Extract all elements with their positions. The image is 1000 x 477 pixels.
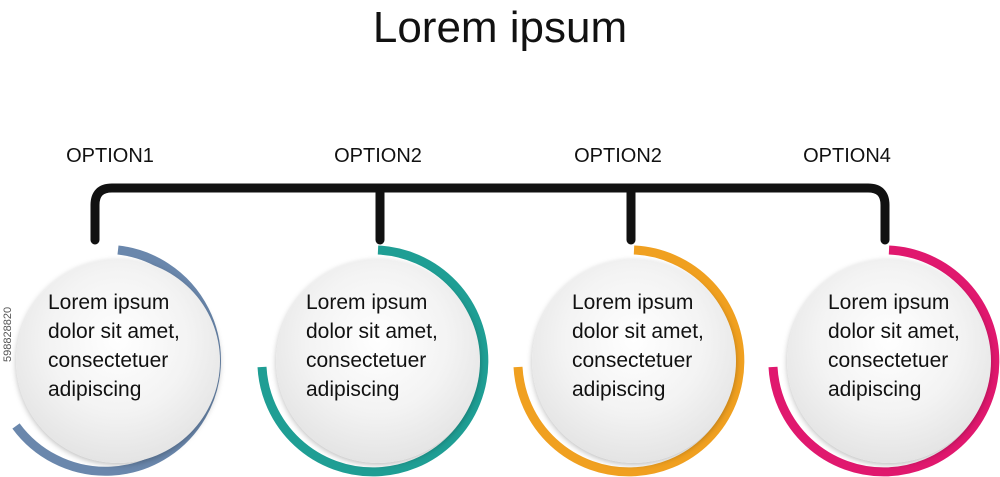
option-3-circle [532,259,736,463]
watermark-id: 598828820 [2,306,14,362]
option-1-label: OPTION1 [66,145,154,167]
option-2-label: OPTION2 [334,145,422,167]
option-2-circle [276,259,480,463]
option-4-text: Lorem ipsum dolor sit amet, consectetuer… [828,291,960,401]
option-1-circle [16,259,220,463]
option-4-arc [768,245,1000,477]
option-3-arc [513,245,745,477]
option-4-circle [787,259,991,463]
option-1-text: Lorem ipsum dolor sit amet, consectetuer… [48,291,180,401]
option-2-arc [257,245,489,477]
bracket-line [90,183,890,245]
option-4-label: OPTION4 [803,145,891,167]
option-2-text: Lorem ipsum dolor sit amet, consectetuer… [306,291,438,401]
diagram-title: Lorem ipsum [372,3,628,52]
option-3-label: OPTION2 [574,145,662,167]
option-3-text: Lorem ipsum dolor sit amet, consectetuer… [572,291,704,401]
